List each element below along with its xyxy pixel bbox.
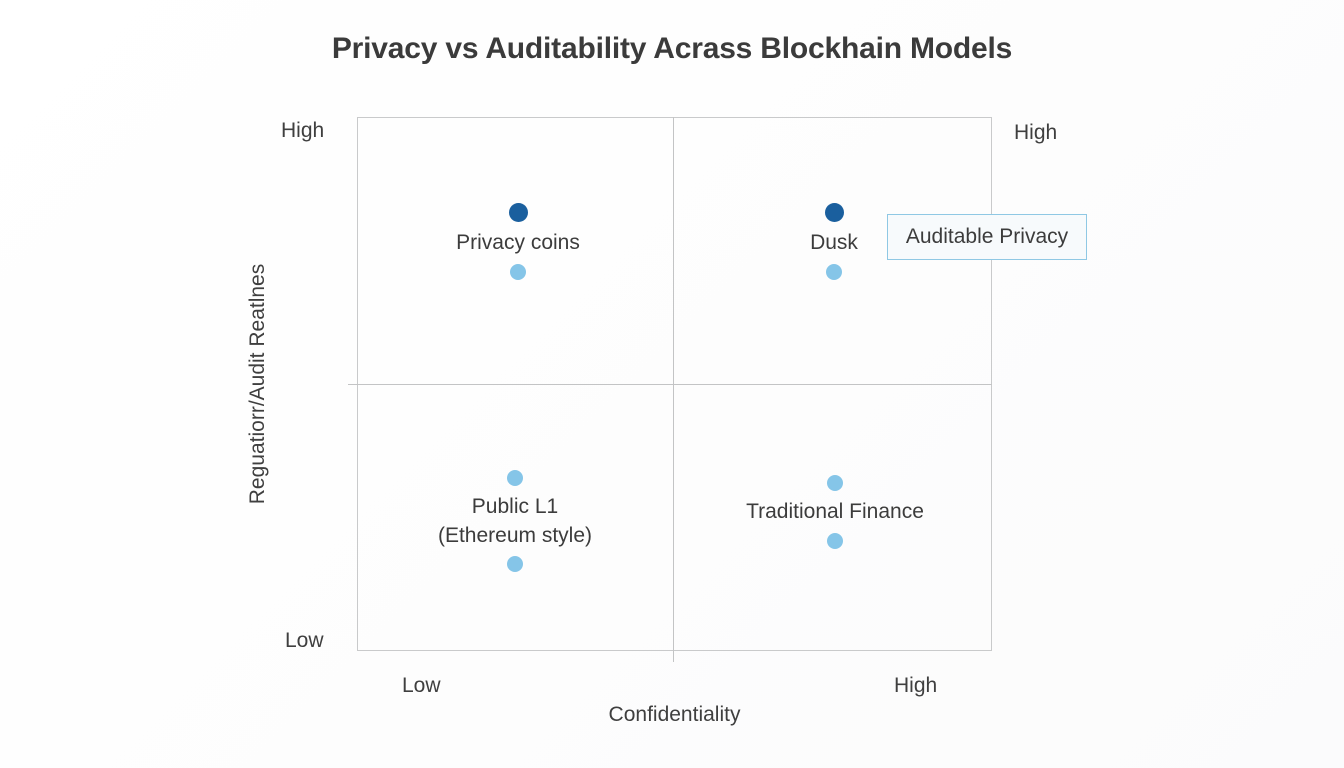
data-point-label: Dusk [810, 231, 858, 254]
x-axis-tick-high: High [894, 674, 938, 697]
marker-dot-light [510, 263, 526, 280]
marker-dot-light [507, 556, 523, 573]
y-axis-tick-high-right: High [1014, 121, 1058, 144]
y-axis-tick-high: High [281, 119, 325, 142]
data-point-public-l1[interactable]: Public L1 (Ethereum style) [395, 470, 635, 573]
y-axis-tick-low: Low [285, 629, 324, 652]
callout-auditable-privacy[interactable]: Auditable Privacy [887, 214, 1087, 260]
x-axis-tick-low: Low [402, 674, 441, 697]
data-point-traditional-finance[interactable]: Traditional Finance [715, 475, 955, 549]
marker-dot-light [507, 470, 523, 486]
marker-dot-light [826, 263, 842, 280]
y-axis-label: Reguatiorr/Audit Reatlnes [246, 263, 269, 505]
callout-label: Auditable Privacy [905, 225, 1069, 248]
data-point-privacy-coins[interactable]: Privacy coins [398, 203, 638, 280]
marker-dot-light [827, 475, 843, 491]
marker-dot-dark [824, 203, 844, 222]
page-title: Privacy vs Auditability Acrass Blockhain… [331, 32, 1013, 65]
data-point-label: Traditional Finance [746, 500, 924, 523]
data-point-label-line2: (Ethereum style) [437, 523, 593, 547]
x-axis-label: Confidentiality [608, 703, 741, 726]
data-point-label: Privacy coins [456, 231, 580, 254]
data-point-label: Public L1 (Ethereum style) [395, 493, 635, 550]
marker-dot-dark [508, 203, 528, 222]
quadrant-divider-vertical [673, 117, 674, 662]
quadrant-divider-horizontal [348, 384, 992, 385]
marker-dot-light [827, 532, 843, 549]
data-point-label-line1: Public L1 [471, 495, 559, 518]
data-point-dusk[interactable]: Dusk [744, 203, 924, 280]
